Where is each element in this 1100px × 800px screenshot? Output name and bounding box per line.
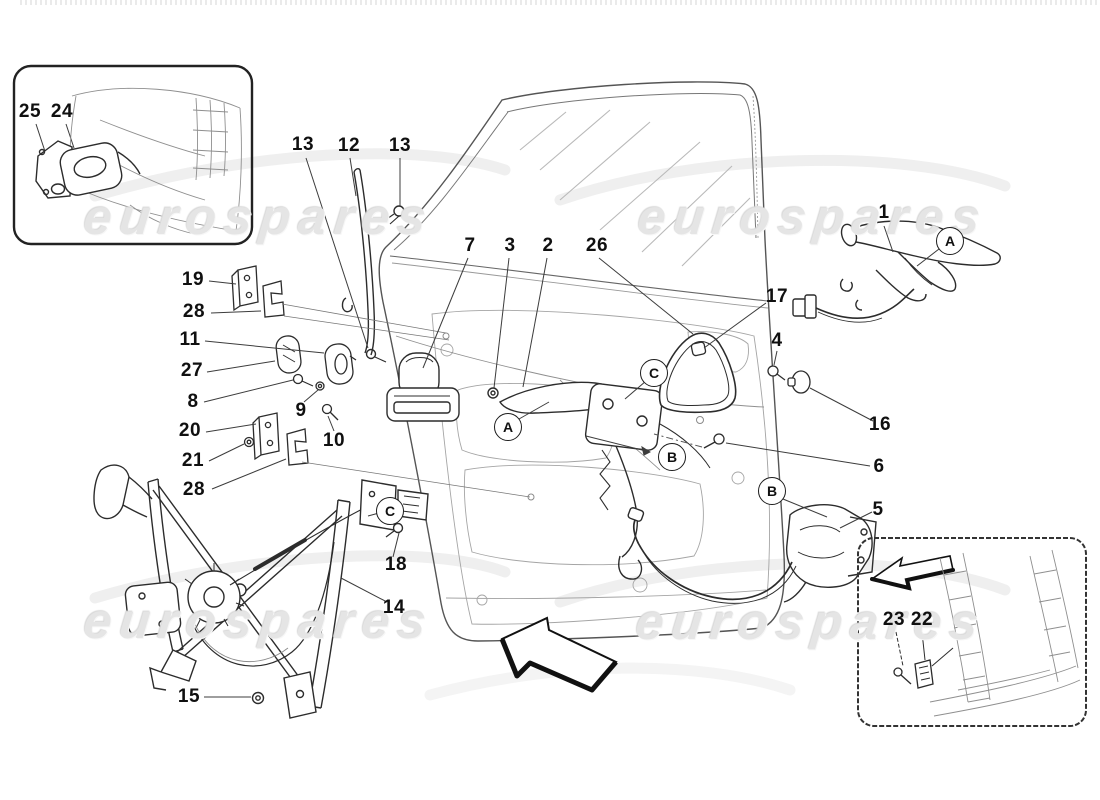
part-label-13-2: 13	[388, 135, 412, 156]
part-label-1: 1	[878, 202, 890, 223]
part-label-28-2: 28	[182, 479, 206, 500]
part-label-28-1: 28	[182, 301, 206, 322]
part-label-13-1: 13	[291, 134, 315, 155]
reference-marker-A-handle: A	[936, 227, 964, 255]
triangle-gasket-part	[658, 332, 737, 414]
part-label-5: 5	[872, 499, 884, 520]
scan-artifact-strip	[20, 0, 1100, 5]
inset-handle-bracket	[35, 140, 141, 199]
part-label-10: 10	[322, 430, 346, 451]
reference-marker-C-door: C	[640, 359, 668, 387]
part-label-8: 8	[187, 391, 199, 412]
part-label-12: 12	[337, 135, 361, 156]
part-label-16: 16	[868, 414, 892, 435]
reference-marker-B-latch: B	[758, 477, 786, 505]
part-label-27: 27	[180, 360, 204, 381]
part-label-24: 24	[50, 101, 74, 122]
window-rail-part	[341, 168, 405, 363]
part-label-25: 25	[18, 101, 42, 122]
part-label-3: 3	[504, 235, 516, 256]
part-label-7: 7	[464, 235, 476, 256]
door-fastener-parts	[653, 341, 811, 449]
part-label-2: 2	[542, 235, 554, 256]
inset-bottom-right	[857, 537, 1087, 727]
direction-arrow	[499, 616, 618, 693]
part-label-26: 26	[585, 235, 609, 256]
part-label-9: 9	[295, 400, 307, 421]
inset-pillar-sketch	[929, 549, 1081, 717]
part-label-18: 18	[384, 554, 408, 575]
door-latch-part	[627, 504, 877, 604]
part-label-17: 17	[765, 286, 789, 307]
part-label-19: 19	[181, 269, 205, 290]
hinge-and-clip-parts	[231, 265, 531, 498]
part-label-11: 11	[179, 329, 201, 350]
part-label-15: 15	[177, 686, 201, 707]
part-label-20: 20	[178, 420, 202, 441]
part-label-23: 23	[882, 609, 906, 630]
inset-direction-arrow	[870, 555, 955, 591]
reference-marker-C-regulator: C	[376, 497, 404, 525]
exterior-handle-part	[792, 220, 1001, 323]
brand-watermark: eurospares	[633, 594, 989, 650]
lock-actuator-part	[386, 352, 460, 422]
inner-handle-mechanism	[487, 381, 711, 580]
inset-fasteners	[893, 631, 954, 689]
part-label-22: 22	[910, 609, 934, 630]
reference-marker-B-door: B	[658, 443, 686, 471]
reference-marker-A-latch: A	[494, 413, 522, 441]
part-label-14: 14	[382, 597, 406, 618]
part-label-4: 4	[771, 330, 783, 351]
part-label-21: 21	[181, 450, 205, 471]
part-label-6: 6	[873, 456, 885, 477]
inset-top-left	[12, 64, 254, 246]
leader-lines	[35, 123, 940, 698]
window-regulator-part	[93, 464, 429, 719]
door-assembly	[378, 81, 786, 642]
brand-watermark: eurospares	[81, 189, 437, 245]
